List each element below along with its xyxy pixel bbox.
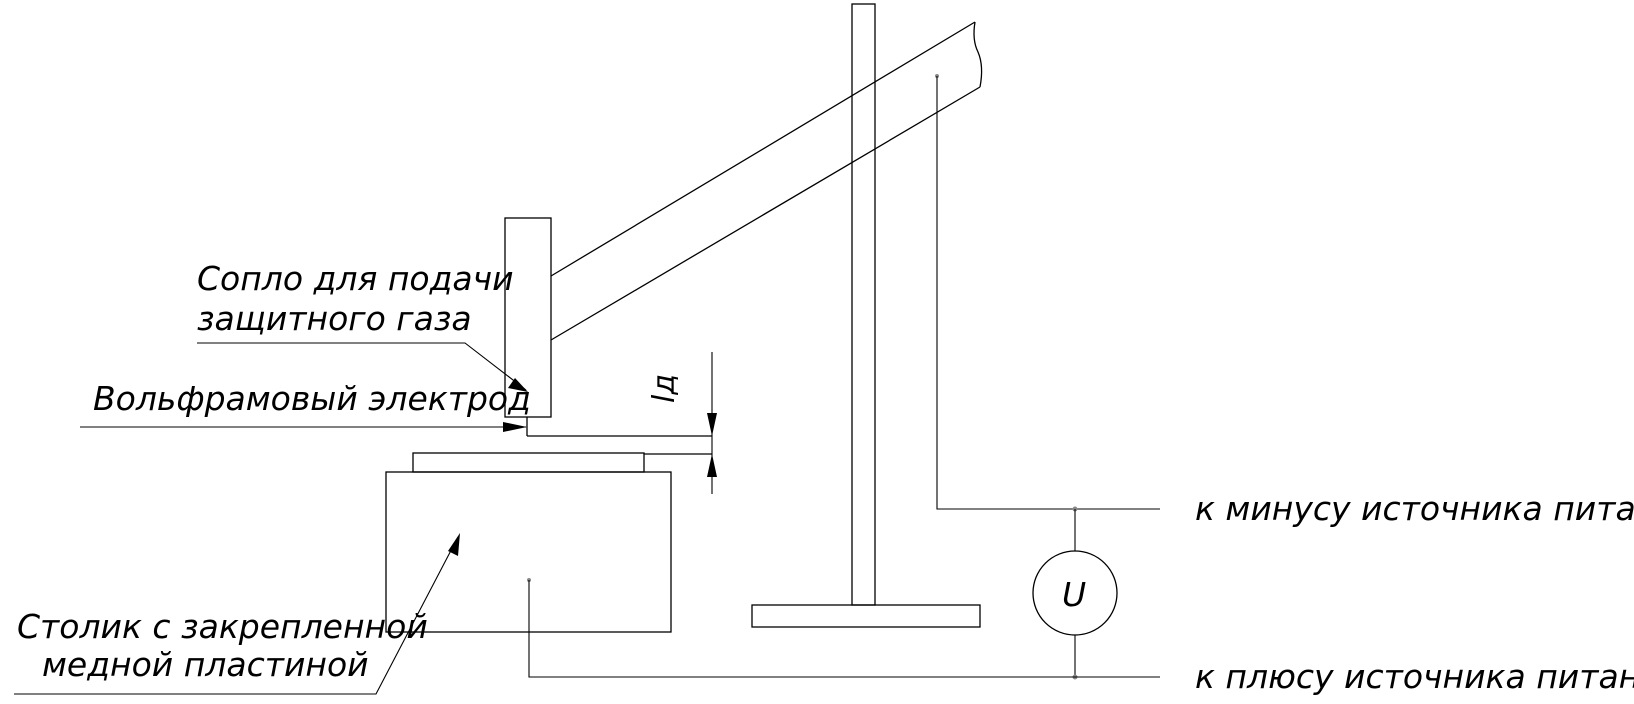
nozzle-leader (197, 342, 528, 392)
torch-arm (550, 21, 983, 341)
voltmeter-symbol: U (1062, 575, 1086, 614)
tungsten-electrode (526, 417, 712, 437)
arc-gap-dimension (707, 352, 717, 494)
nozzle-label-line2: защитного газа (197, 299, 472, 338)
electrode-leader (80, 422, 527, 432)
nozzle-label-line1: Сопло для подачи (197, 259, 514, 298)
plus-wire (528, 580, 1160, 678)
table-label-line1: Столик с закрепленной (17, 607, 428, 646)
minus-wire (935, 74, 1160, 512)
table-leader (14, 533, 460, 695)
plus-terminal-label: к плюсу источника питания (1195, 657, 1634, 696)
arc-gap-label: lд (647, 374, 682, 403)
gas-nozzle (504, 217, 552, 418)
electrode-label: Вольфрамовый электрод (93, 379, 531, 418)
minus-terminal-label: к минусу источника питания (1195, 489, 1634, 528)
stand-base (751, 604, 981, 628)
table-label-line2: медной пластиной (42, 645, 369, 684)
copper-plate (412, 452, 712, 473)
